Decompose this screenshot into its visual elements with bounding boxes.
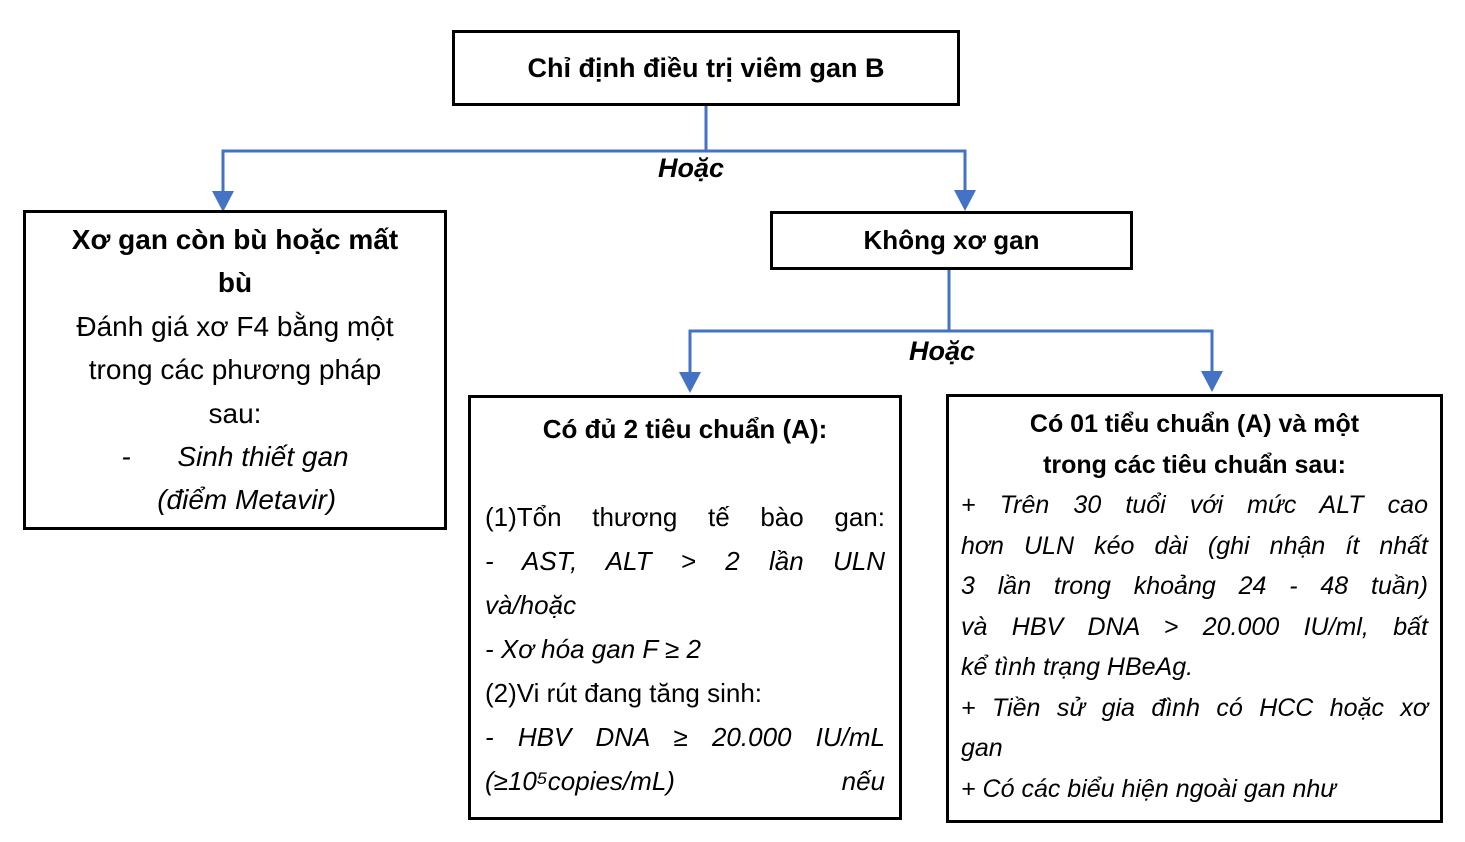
text-line: Xơ gan còn bù hoặc mất: [71, 224, 399, 255]
node-no-cirrhosis: Không xơ gan: [770, 211, 1133, 270]
text-line: - Sinh thiết gan: [121, 440, 349, 472]
text-line: bù: [217, 267, 253, 299]
text-line: gan: [961, 734, 1003, 762]
arrowhead-to-two-criteria: [679, 372, 701, 393]
node-treatment-indication: Chỉ định điều trị viêm gan B: [452, 30, 960, 106]
text-line: - AST, ALT > 2 lần ULN: [485, 545, 885, 576]
text-line: Đánh giá xơ F4 bằng một: [76, 310, 394, 342]
text-line: hơn ULN kéo dài (ghi nhận ít nhất: [961, 531, 1428, 560]
text-line: - HBV DNA ≥ 20.000 IU/mL: [485, 721, 885, 752]
or-label-first: Hoặc: [657, 153, 725, 183]
text-line: và/hoặc: [485, 589, 577, 620]
text-line: (2)Vi rút đang tăng sinh:: [485, 677, 763, 708]
text-line: + Tiền sử gia đình có HCC hoặc xơ: [961, 693, 1428, 722]
or-label-second: Hoặc: [908, 336, 976, 366]
text-line: 3 lần trong khoảng 24 - 48 tuần): [961, 572, 1428, 600]
text-line: (điểm Metavir): [133, 484, 337, 516]
text-line: Có 01 tiểu chuẩn (A) và một: [1029, 410, 1360, 438]
node-one-criterion: Có 01 tiểu chuẩn (A) và một trong các tiê…: [946, 394, 1443, 823]
node-treatment-indication-title: Chỉ định điều trị viêm gan B: [527, 52, 885, 83]
text-line: + Trên 30 tuổi với mức ALT cao: [961, 491, 1428, 519]
text-line: (≥10⁵copies/mL) nếu: [485, 765, 885, 796]
text-line: và HBV DNA > 20.000 IU/ml, bất: [961, 612, 1428, 641]
text-line: trong các tiêu chuẩn sau:: [1043, 450, 1346, 479]
arrowhead-to-no-cirrhosis: [954, 190, 976, 211]
connector-level-1: [221, 106, 967, 194]
text-line: - Xơ hóa gan F ≥ 2: [485, 633, 701, 664]
text-line: trong các phương pháp: [88, 354, 382, 386]
text-line: [485, 452, 885, 496]
text-line: sau:: [208, 397, 262, 429]
connector-level-2: [688, 270, 1214, 375]
text-line: Có đủ 2 tiêu chuẩn (A):: [542, 414, 828, 444]
node-two-criteria: Có đủ 2 tiêu chuẩn (A): (1)Tổn thương tế…: [468, 395, 902, 820]
text-line: (1)Tổn thương tế bào gan:: [485, 501, 885, 532]
text-line: kể tình trạng HBeAg.: [961, 653, 1194, 681]
text-line: + Có các biểu hiện ngoài gan như: [961, 774, 1337, 803]
node-no-cirrhosis-title: Không xơ gan: [863, 225, 1040, 255]
arrowhead-to-one-criterion: [1201, 371, 1223, 392]
arrowhead-to-cirrhosis: [212, 191, 234, 212]
